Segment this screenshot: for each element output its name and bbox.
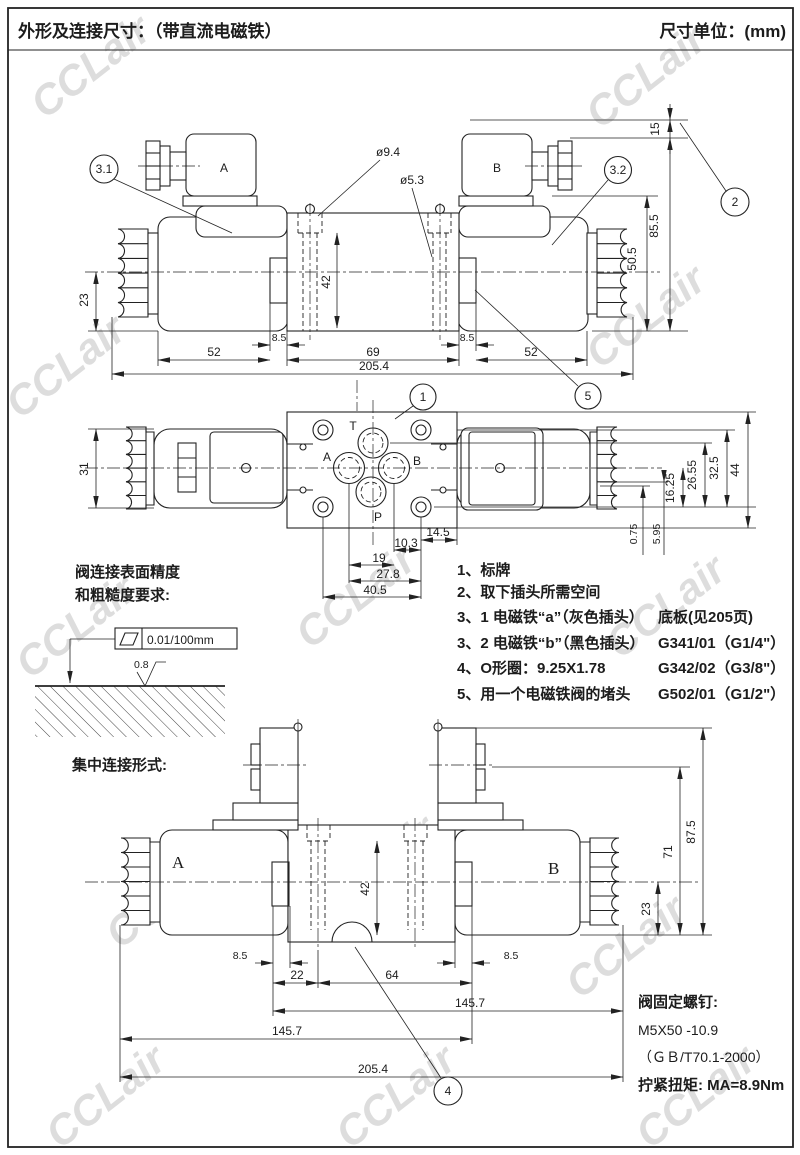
screw-note-line4: 拧紧扭矩: MA=8.9Nm (638, 1076, 784, 1094)
dim-85-right: 8.5 (504, 950, 519, 962)
callout-31: 3.1 (96, 162, 113, 176)
dim-phi53: ø5.3 (400, 173, 424, 187)
screw-note: 阀固定螺钉: M5X50 -10.9 （ＧＢ/T70.1-2000） 拧紧扭矩:… (638, 993, 784, 1094)
section-label: 集中连接形式: (71, 756, 167, 774)
callout-5: 5 (585, 389, 592, 403)
dim-875: 87.5 (684, 820, 698, 844)
note-row: 1、标牌 (457, 561, 510, 579)
dim-52-left: 52 (207, 345, 221, 359)
callout-4: 4 (445, 1084, 452, 1098)
note-row: 3、2 电磁铁“b”（黑色插头） (457, 634, 645, 652)
dim-505: 50.5 (625, 247, 639, 271)
dim-15: 15 (648, 122, 662, 136)
note-row-right: G341/01（G1/4"） (658, 634, 785, 652)
note-row: 3、1 电磁铁“a”（灰色插头） (457, 608, 644, 626)
surface-note-line2: 和粗糙度要求: (75, 586, 170, 604)
dim-31: 31 (77, 462, 91, 476)
roughness-value: 0.8 (134, 659, 149, 671)
dim-145: 14.5 (426, 525, 450, 539)
solenoid-b-label: B (493, 161, 501, 175)
page-title: 外形及连接尺寸：（带直流电磁铁） (18, 21, 282, 41)
dim-595: 5.95 (651, 524, 663, 545)
callout-2: 2 (732, 195, 739, 209)
hatched-surface (35, 686, 225, 737)
dim-69: 69 (366, 345, 380, 359)
dim-103: 10.3 (394, 536, 418, 550)
port-p-label: P (374, 510, 382, 524)
notes-list: 1、标牌 2、取下插头所需空间 3、1 电磁铁“a”（灰色插头） 底板(见205… (457, 561, 785, 703)
view-plan-dimensions: 31 16.25 26.55 32.5 44 0.75 5.95 14.5 (77, 383, 756, 600)
dim-85-right: 8.5 (460, 332, 475, 344)
page-frame (7, 7, 794, 1148)
view-manifold-dimensions: 42 23 71 87.5 8.5 8.5 22 64 145.7 (119, 727, 712, 1106)
dim-42: 42 (319, 275, 333, 289)
dim-1457-upper: 145.7 (455, 996, 485, 1010)
dim-85-left: 8.5 (233, 950, 248, 962)
watermark-text: CCLair (287, 534, 427, 657)
note-row: 2、取下插头所需空间 (457, 583, 600, 601)
note-row-right: G342/02（G3/8"） (658, 659, 785, 677)
dim-278: 27.8 (376, 567, 400, 581)
dim-1457-lower: 145.7 (272, 1024, 302, 1038)
watermark-text: CCLair (7, 564, 147, 687)
flatness-value: 0.01/100mm (147, 633, 214, 647)
units-label: 尺寸单位：(mm) (659, 21, 786, 41)
dim-2054: 205.4 (359, 359, 389, 373)
screw-note-line3: （ＧＢ/T70.1-2000） (638, 1049, 770, 1065)
callout-32: 3.2 (610, 163, 627, 177)
dim-855: 85.5 (647, 214, 661, 238)
watermark-text: CCLair (0, 304, 136, 427)
port-a-label: A (323, 450, 331, 464)
view-plan: T A B P (85, 400, 662, 545)
dim-23: 23 (77, 293, 91, 307)
dim-phi94: ø9.4 (376, 145, 400, 159)
port-b-label: B (413, 454, 421, 468)
dim-325: 32.5 (707, 456, 721, 480)
dim-52-right: 52 (524, 345, 538, 359)
dim-1625: 16.25 (663, 473, 677, 503)
dim-64: 64 (385, 968, 399, 982)
dim-42: 42 (358, 882, 372, 896)
view-manifold: A B (85, 719, 700, 950)
solenoid-b-label: B (548, 859, 559, 878)
note-row: 4、O形圈：9.25X1.78 (457, 659, 605, 677)
view-front-dimensions: ø9.4 ø5.3 15 85.5 50.5 42 23 (77, 104, 750, 411)
solenoid-a-label: A (220, 161, 228, 175)
dim-19: 19 (372, 551, 386, 565)
dim-2054: 205.4 (358, 1062, 388, 1076)
dim-075: 0.75 (628, 524, 640, 545)
screw-note-line2: M5X50 -10.9 (638, 1022, 718, 1038)
screw-note-line1: 阀固定螺钉: (638, 993, 718, 1011)
dim-22: 22 (290, 968, 304, 982)
dim-44: 44 (728, 463, 742, 477)
note-row-right: 底板(见205页) (658, 608, 753, 626)
callout-1: 1 (420, 390, 427, 404)
note-row: 5、用一个电磁铁阀的堵头 (457, 685, 630, 703)
surface-finish-note: 阀连接表面精度 和粗糙度要求: 0.01/100mm 0.8 (35, 563, 238, 737)
watermark-text: CCLair (37, 1034, 177, 1155)
dim-23: 23 (639, 902, 653, 916)
note-row-right: G502/01（G1/2"） (658, 685, 785, 703)
dim-71: 71 (661, 845, 675, 859)
dim-405: 40.5 (363, 583, 387, 597)
dim-2655: 26.55 (685, 460, 699, 490)
solenoid-a-label: A (172, 853, 185, 872)
dim-85-left: 8.5 (272, 332, 287, 344)
view-front: A B (85, 133, 660, 340)
port-t-label: T (349, 419, 357, 433)
surface-note-line1: 阀连接表面精度 (75, 563, 181, 581)
